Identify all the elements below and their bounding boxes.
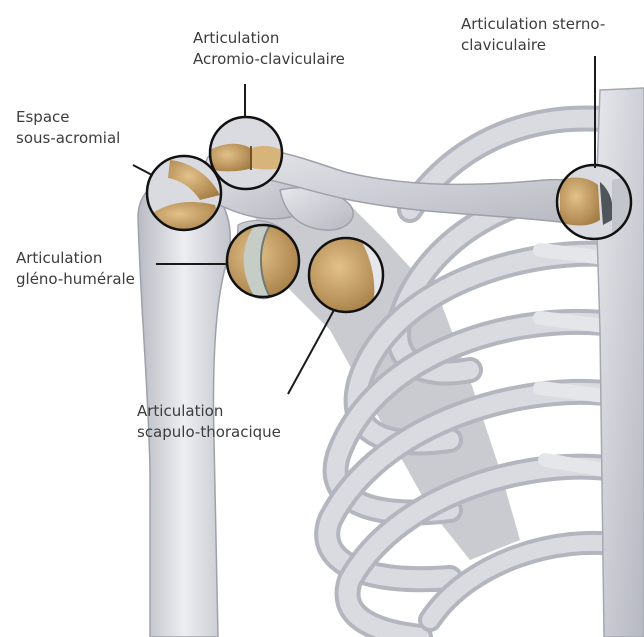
label-scapulothoracic-line1: Articulation <box>137 401 281 422</box>
label-acromioclavicular: Articulation Acromio-claviculaire <box>193 28 345 70</box>
label-subacromial: Espace sous-acromial <box>16 107 120 149</box>
label-glenohumeral-line1: Articulation <box>16 248 135 269</box>
label-sternoclavicular: Articulation sterno- claviculaire <box>461 14 605 56</box>
label-subacromial-line1: Espace <box>16 107 120 128</box>
label-subacromial-line2: sous-acromial <box>16 128 120 149</box>
label-acromioclavicular-line1: Articulation <box>193 28 345 49</box>
glenohumeral-joint <box>227 225 299 297</box>
label-acromioclavicular-line2: Acromio-claviculaire <box>193 49 345 70</box>
label-glenohumeral-line2: gléno-humérale <box>16 269 135 290</box>
label-sternoclavicular-line1: Articulation sterno- <box>461 14 605 35</box>
label-scapulothoracic: Articulation scapulo-thoracique <box>137 401 281 443</box>
label-sternoclavicular-line2: claviculaire <box>461 35 605 56</box>
sternoclavicular-joint <box>557 165 631 239</box>
label-scapulothoracic-line2: scapulo-thoracique <box>137 422 281 443</box>
acromioclavicular-joint <box>210 117 282 189</box>
label-glenohumeral: Articulation gléno-humérale <box>16 248 135 290</box>
scapulothoracic-joint <box>309 238 383 312</box>
